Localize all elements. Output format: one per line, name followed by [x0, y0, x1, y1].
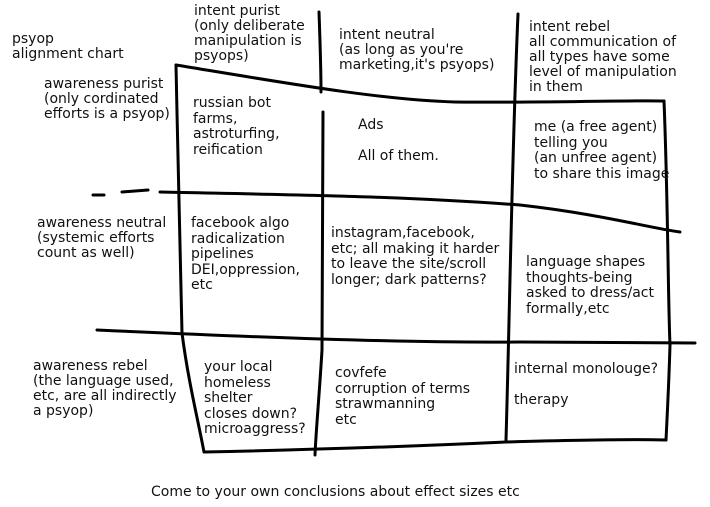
column-header-intent-purist: intent purist (only deliberate manipulat… — [194, 3, 305, 64]
grid-line-right — [662, 99, 672, 442]
cell-rebel-neutral: covfefe corruption of terms strawmanning… — [335, 365, 471, 428]
grid-line-row2 — [95, 328, 697, 345]
grid-line-top — [174, 63, 666, 104]
grid-line-row1-dash-b — [120, 188, 150, 194]
cell-purist-purist: russian bot farms, astroturfing, reifica… — [193, 95, 280, 158]
cell-rebel-purist: your local homeless shelter closes down?… — [204, 359, 306, 437]
column-header-intent-neutral: intent neutral (as long as you're market… — [339, 27, 495, 73]
cell-neutral-purist: facebook algo radicalization pipelines D… — [191, 215, 300, 293]
grid-line-row1 — [158, 190, 682, 234]
grid-line-col2 — [504, 12, 520, 442]
footer-caption: Come to your own conclusions about effec… — [151, 484, 520, 500]
grid-line-col1 — [313, 110, 325, 457]
column-header-intent-rebel: intent rebel all communication of all ty… — [529, 19, 677, 95]
cell-neutral-neutral: instagram,facebook, etc; all making it h… — [331, 225, 500, 288]
cell-purist-rebel: me (a free agent) telling you (an unfree… — [534, 119, 670, 182]
cell-neutral-rebel: language shapes thoughts-being asked to … — [526, 254, 654, 317]
row-header-awareness-neutral: awareness neutral (systemic efforts coun… — [37, 215, 167, 261]
row-header-awareness-rebel: awareness rebel (the language used, etc,… — [33, 358, 177, 419]
cell-rebel-rebel: internal monolouge? therapy — [514, 361, 659, 408]
cell-purist-neutral: Ads All of them. — [358, 117, 439, 164]
grid-line-bottom — [202, 438, 668, 454]
row-header-awareness-purist: awareness purist (only cordinated effort… — [44, 76, 170, 122]
chart-title: psyop alignment chart — [12, 31, 124, 62]
grid-line-col1-top — [317, 10, 323, 94]
grid-line-left — [174, 63, 206, 454]
